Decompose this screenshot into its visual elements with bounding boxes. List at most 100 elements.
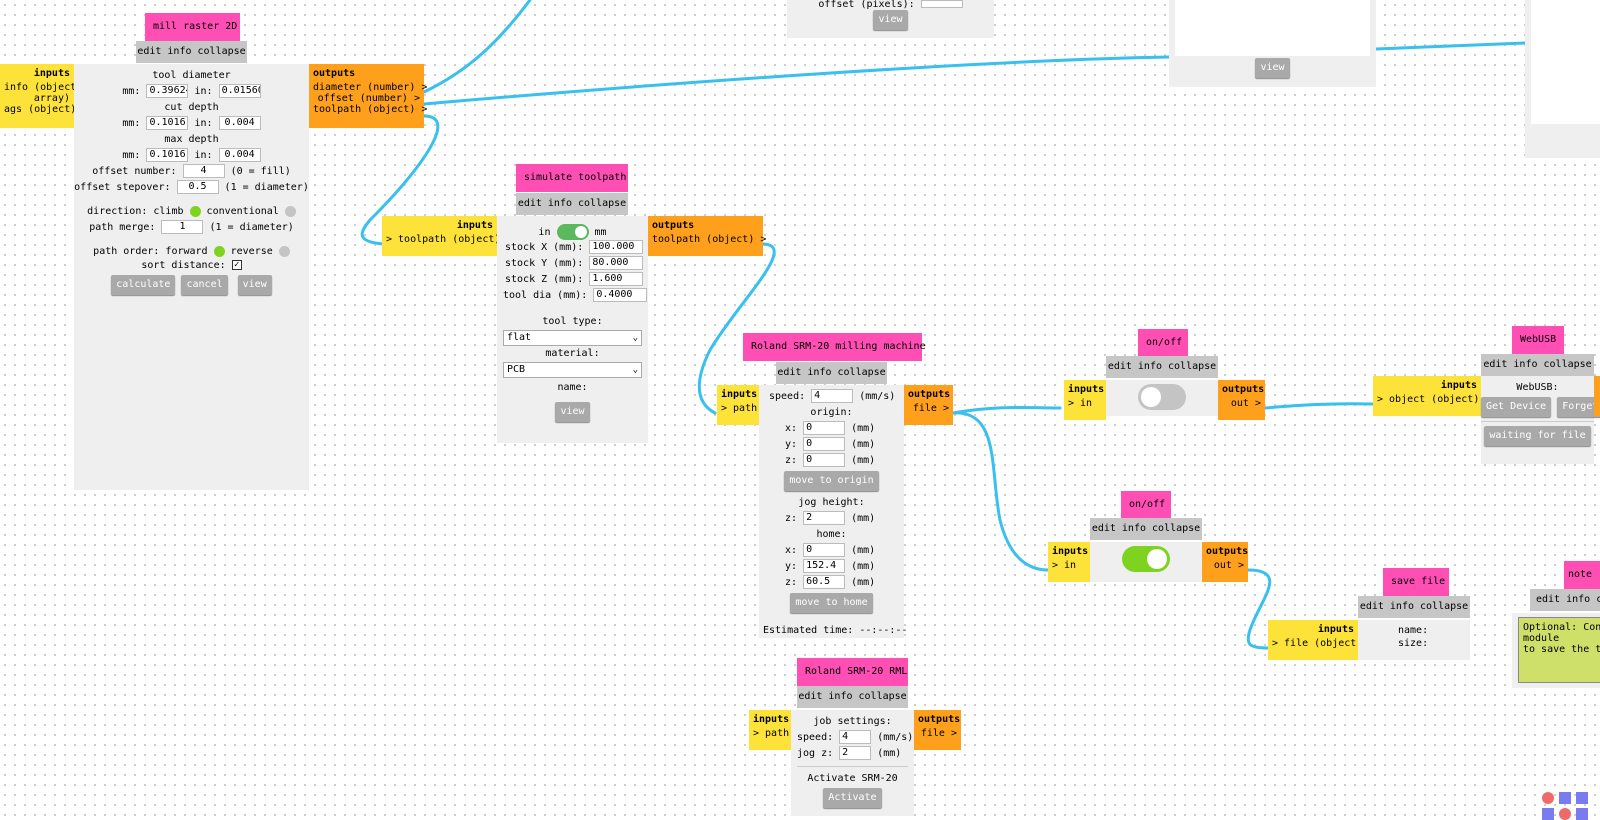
output-port[interactable]: file >: [912, 403, 949, 414]
max-depth-mm-input[interactable]: 0.1016: [146, 148, 189, 162]
node-controls[interactable]: edit info collapse: [1358, 596, 1470, 618]
reverse-radio[interactable]: [278, 245, 290, 257]
units-toggle[interactable]: [556, 224, 589, 240]
inputs-panel[interactable]: inputs > toolpath (object): [382, 216, 501, 256]
home-y-input[interactable]: 152.4: [803, 559, 846, 573]
input-port[interactable]: > in: [1052, 560, 1077, 571]
stock-x-input[interactable]: 100.000: [589, 240, 644, 254]
node-title[interactable]: simulate toolpath: [516, 164, 628, 192]
node-controls[interactable]: edit info collapse: [516, 193, 628, 215]
node-title[interactable]: Roland SRM-20 RML: [797, 658, 908, 686]
offset-stepover-input[interactable]: 0.5: [176, 180, 219, 194]
node-controls[interactable]: edit info collapse: [136, 41, 247, 63]
input-port[interactable]: > path: [753, 728, 790, 739]
tool-dia-input[interactable]: 0.4000: [593, 288, 648, 302]
outputs-panel[interactable]: outputs diameter (number) > offset (numb…: [309, 64, 428, 128]
input-port[interactable]: ags (object): [4, 104, 77, 115]
inputs-panel[interactable]: inputs > object (object): [1373, 376, 1481, 416]
onoff-toggle[interactable]: [1122, 546, 1170, 572]
tool-diameter-mm-input[interactable]: 0.39624: [146, 84, 189, 98]
node-title[interactable]: note: [1564, 561, 1600, 589]
climb-radio[interactable]: [189, 205, 201, 217]
node-controls[interactable]: edit info co: [1530, 589, 1600, 611]
cancel-button[interactable]: cancel: [181, 275, 228, 295]
outputs-panel[interactable]: outputs toolpath (object) >: [648, 216, 767, 256]
home-x-input[interactable]: 0: [803, 543, 846, 557]
output-port[interactable]: offset (number) >: [317, 93, 420, 104]
node-title[interactable]: mill raster 2D: [145, 13, 240, 41]
output-port[interactable]: toolpath (object) >: [652, 234, 767, 245]
onoff-toggle[interactable]: [1138, 384, 1186, 410]
input-port[interactable]: > toolpath (object): [386, 234, 501, 245]
offset-number-input[interactable]: 4: [182, 164, 225, 178]
inputs-panel[interactable]: inputs > path: [749, 710, 791, 750]
jog-z-input[interactable]: 2: [839, 746, 872, 760]
node-title[interactable]: on/off: [1138, 329, 1188, 357]
get-device-button[interactable]: Get Device: [1481, 397, 1552, 417]
tool-diameter-in-input[interactable]: 0.01560: [218, 84, 261, 98]
input-port[interactable]: > in: [1068, 398, 1093, 409]
speed-input[interactable]: 4: [839, 730, 872, 744]
home-z-input[interactable]: 60.5: [803, 575, 846, 589]
inputs-panel[interactable]: inputs info (object) array) ags (object): [0, 64, 83, 128]
node-controls[interactable]: edit info collapse: [776, 362, 887, 384]
stock-z-input[interactable]: 1.600: [589, 272, 644, 286]
jog-z-input[interactable]: 2: [803, 511, 846, 525]
output-port[interactable]: out >: [1213, 560, 1244, 571]
inputs-header: inputs: [721, 389, 758, 400]
origin-y-input[interactable]: 0: [803, 437, 846, 451]
outputs-panel[interactable]: outputs file >: [904, 385, 953, 425]
node-controls[interactable]: edit info collapse: [1481, 354, 1594, 376]
origin-z-input[interactable]: 0: [803, 453, 846, 467]
output-port[interactable]: diameter (number) >: [313, 82, 428, 93]
node-title[interactable]: on/off: [1121, 491, 1171, 519]
node-controls[interactable]: edit info collapse: [1106, 356, 1218, 378]
output-port[interactable]: out >: [1230, 398, 1261, 409]
calculate-button[interactable]: calculate: [111, 275, 176, 295]
speed-input[interactable]: 4: [811, 389, 854, 403]
node-title[interactable]: WebUSB: [1512, 326, 1564, 354]
input-port[interactable]: info (object): [4, 82, 83, 93]
waiting-for-file-button[interactable]: waiting for file: [1484, 426, 1591, 446]
cut-depth-in-input[interactable]: 0.004: [218, 116, 261, 130]
forward-radio[interactable]: [213, 245, 225, 257]
outputs-panel[interactable]: outputs out >: [1218, 380, 1265, 420]
outputs-panel[interactable]: outputs out >: [1202, 542, 1248, 582]
inputs-panel[interactable]: inputs > in: [1064, 380, 1106, 420]
output-port[interactable]: toolpath (object) >: [313, 104, 428, 115]
move-to-home-button[interactable]: move to home: [790, 593, 873, 613]
forget-button[interactable]: Forget: [1557, 397, 1600, 417]
node-controls[interactable]: edit info collapse: [1090, 518, 1202, 540]
max-depth-in-input[interactable]: 0.004: [218, 148, 261, 162]
node-title[interactable]: save file: [1383, 568, 1449, 596]
note-textarea[interactable]: Optional: Conn module to save the to: [1518, 617, 1600, 683]
view-button[interactable]: view: [555, 402, 590, 422]
path-merge-input[interactable]: 1: [161, 220, 204, 234]
stock-y-input[interactable]: 80.000: [589, 256, 644, 270]
conventional-radio[interactable]: [284, 205, 296, 217]
inputs-panel[interactable]: inputs > in: [1048, 542, 1090, 582]
offset-pixels-input[interactable]: [920, 0, 963, 8]
outputs-panel[interactable]: outputs file >: [914, 710, 961, 750]
roland-panel: speed: 4 (mm/s) origin: x: 0 (mm) y: 0 (…: [759, 385, 908, 638]
node-title[interactable]: Roland SRM-20 milling machine: [743, 333, 926, 361]
input-port[interactable]: > object (object): [1377, 394, 1480, 405]
move-to-origin-button[interactable]: move to origin: [784, 471, 879, 491]
cut-depth-mm-input[interactable]: 0.1016: [146, 116, 189, 130]
view-button[interactable]: view: [873, 10, 908, 30]
input-port[interactable]: > file (object): [1272, 638, 1363, 649]
view-button[interactable]: view: [1255, 58, 1290, 78]
onoff-panel: [1090, 542, 1202, 582]
tool-type-select[interactable]: flat⌄: [503, 330, 642, 346]
node-controls[interactable]: edit info collapse: [797, 686, 908, 708]
material-select[interactable]: PCB⌄: [503, 362, 642, 378]
inputs-panel[interactable]: inputs > file (object): [1268, 620, 1363, 660]
activate-button[interactable]: Activate: [823, 788, 882, 808]
input-port[interactable]: > path: [721, 403, 758, 414]
origin-x-input[interactable]: 0: [803, 421, 846, 435]
inputs-panel[interactable]: inputs > path: [717, 385, 759, 425]
view-button[interactable]: view: [237, 275, 272, 295]
sort-distance-checkbox[interactable]: ✓: [231, 260, 242, 270]
input-port[interactable]: array): [33, 93, 70, 104]
output-port[interactable]: file >: [920, 728, 957, 739]
